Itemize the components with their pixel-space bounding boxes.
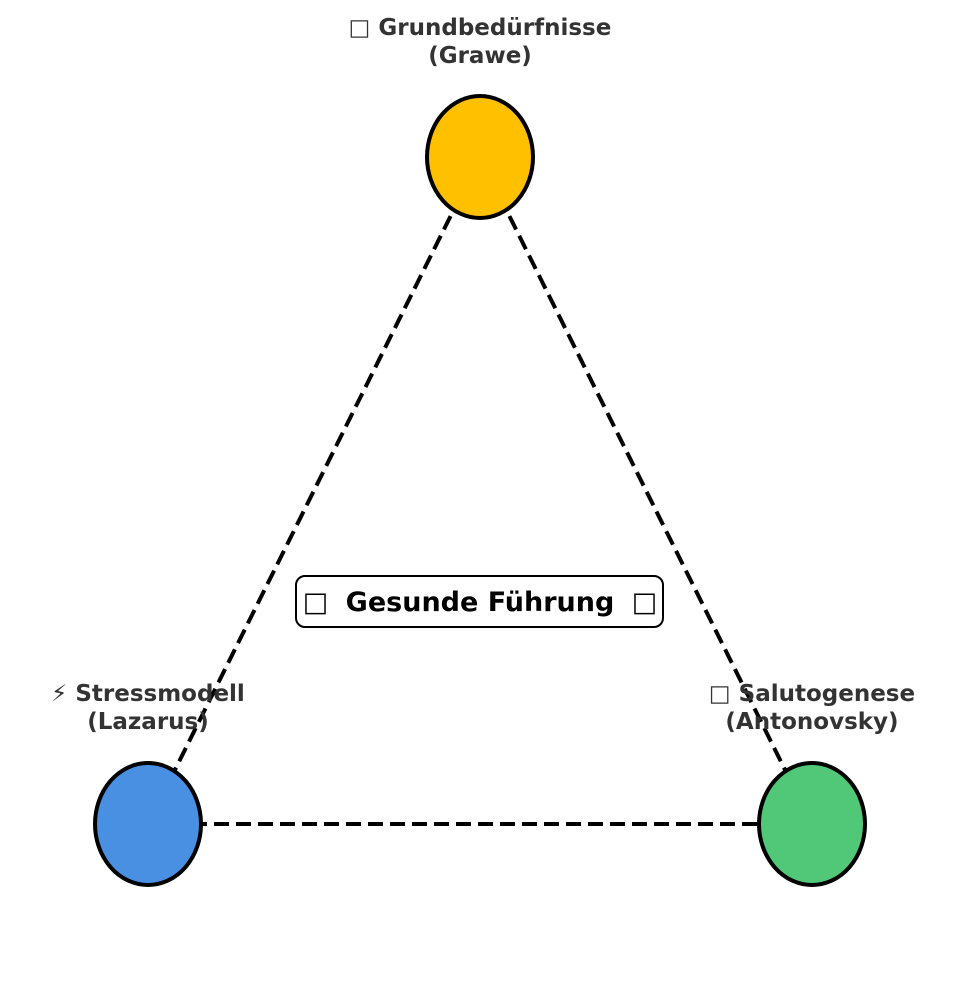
edge-grundbeduerfnisse-salutogenese (478, 156, 814, 825)
node-title-text: Salutogenese (739, 681, 915, 707)
node-title-grundbeduerfnisse: □ Grundbedürfnisse (349, 15, 612, 41)
node-salutogenese (757, 761, 867, 887)
node-label-salutogenese: □ Salutogenese(Antonovsky) (709, 681, 915, 735)
node-title-salutogenese: □ Salutogenese (709, 681, 915, 707)
missing-glyph-icon: □ (709, 681, 731, 707)
node-subtitle-stressmodell: (Lazarus) (87, 709, 209, 735)
center-label-text: □ Gesunde Führung □ (303, 587, 658, 618)
missing-glyph-icon: □ (349, 15, 371, 41)
node-subtitle-salutogenese: (Antonovsky) (725, 709, 898, 735)
center-label: □ Gesunde Führung □ (295, 575, 664, 628)
node-grundbeduerfnisse (425, 94, 535, 220)
node-title-text: Grundbedürfnisse (378, 15, 611, 41)
node-label-grundbeduerfnisse: □ Grundbedürfnisse(Grawe) (349, 15, 612, 69)
center-trailing-icon: □ (632, 587, 658, 618)
labels-layer: □ Grundbedürfnisse(Grawe) ⚡ Stressmodell(La… (51, 15, 915, 735)
nodes-layer (93, 94, 867, 887)
edge-grundbeduerfnisse-stressmodell (146, 156, 482, 825)
lightning-icon: ⚡ (51, 681, 67, 707)
center-label-box (295, 575, 664, 628)
node-title-text: Stressmodell (75, 681, 244, 707)
node-stressmodell (93, 761, 203, 887)
center-title: Gesunde Führung (346, 587, 615, 618)
node-label-stressmodell: ⚡ Stressmodell(Lazarus) (51, 681, 245, 735)
node-subtitle-grundbeduerfnisse: (Grawe) (428, 43, 532, 69)
node-title-stressmodell: ⚡ Stressmodell (51, 681, 245, 707)
center-leading-icon: □ (303, 587, 329, 618)
edges-layer (146, 156, 814, 826)
